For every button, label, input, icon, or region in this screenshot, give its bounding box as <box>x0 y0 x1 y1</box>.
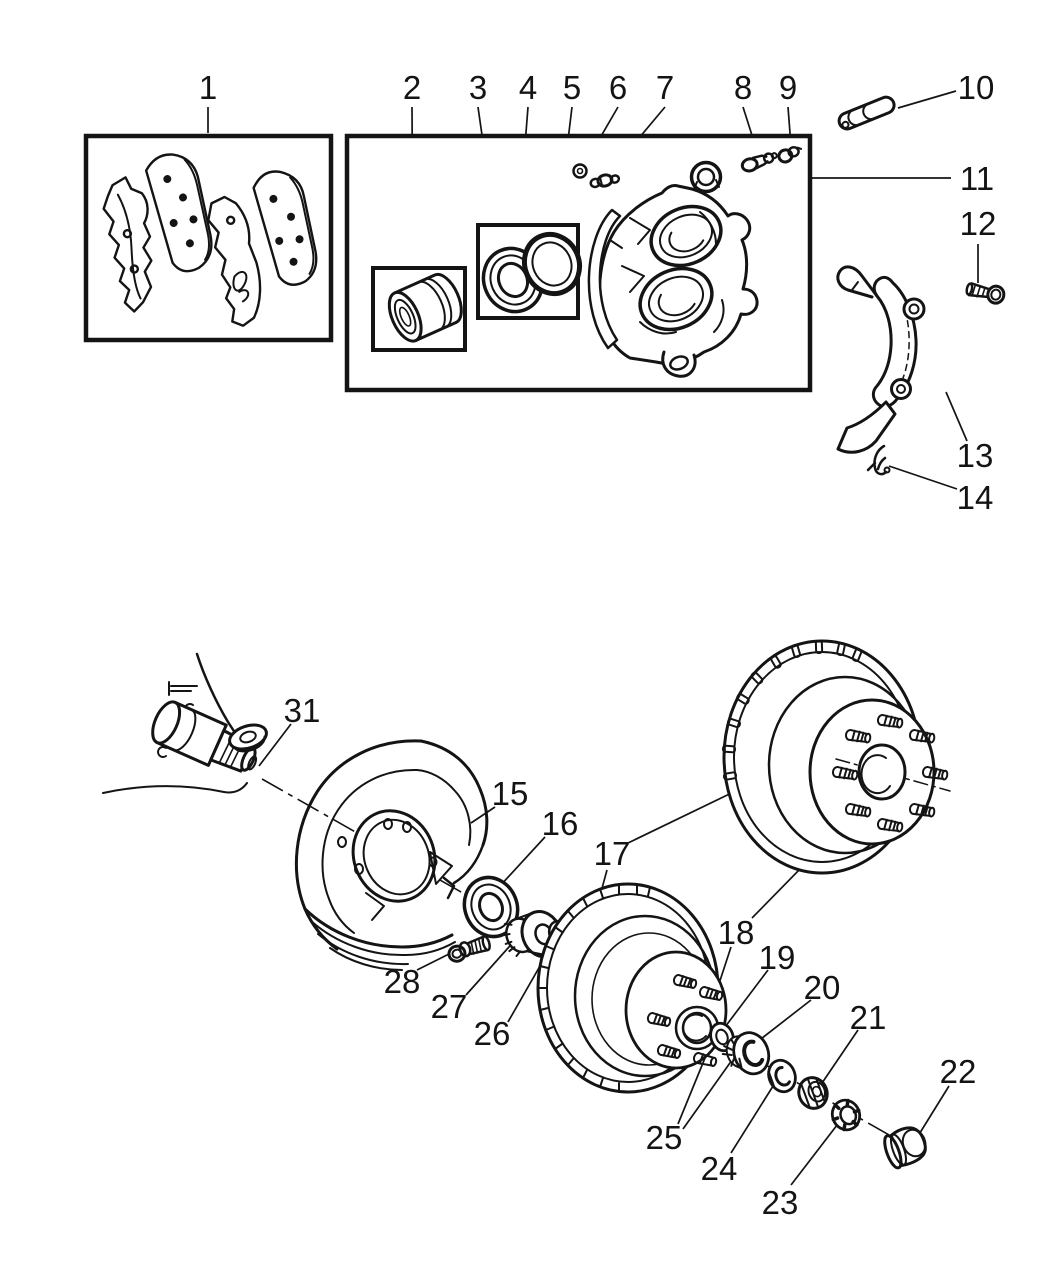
shield-bolt <box>447 935 491 963</box>
tie-rod-end <box>228 723 268 753</box>
callout-2: 2 <box>403 69 421 106</box>
callout-7: 7 <box>656 69 674 106</box>
adapter-hole-lower <box>890 378 912 400</box>
callout-28: 28 <box>384 963 421 1000</box>
rotor-vent-ticks <box>537 883 651 1093</box>
callout-16: 16 <box>542 805 579 842</box>
bleeder-screw <box>740 152 778 173</box>
callout-22: 22 <box>940 1053 977 1090</box>
callout-21: 21 <box>850 999 887 1036</box>
adapter-hole-upper <box>902 297 926 321</box>
shield-center-hole <box>351 809 437 903</box>
callout-9: 9 <box>779 69 797 106</box>
callout-18: 18 <box>718 914 755 951</box>
caliper-ear-ring <box>689 160 723 194</box>
callout-17: 17 <box>594 835 631 872</box>
retainer-clip <box>866 444 891 476</box>
callout-1: 1 <box>199 69 217 106</box>
pin-bushing <box>837 95 896 131</box>
spindle-washer <box>767 1058 797 1094</box>
brake-pad-edge-left <box>102 176 153 313</box>
hd-wheel-studs <box>831 714 949 833</box>
dust-cap <box>883 1126 927 1170</box>
guide-pin <box>589 173 621 189</box>
splash-shield <box>294 739 489 971</box>
callout-8: 8 <box>734 69 752 106</box>
callout-4: 4 <box>519 69 537 106</box>
nut-lock <box>830 1098 862 1132</box>
callout-27: 27 <box>431 988 468 1025</box>
wheel-studs <box>646 974 724 1067</box>
caliper-assembly-box <box>344 133 813 393</box>
axle-stub <box>102 652 268 794</box>
outer-bearing <box>721 1031 771 1076</box>
callout-12: 12 <box>960 205 997 242</box>
brake-pad-edge-right <box>207 195 262 327</box>
callout-26: 26 <box>474 1015 511 1052</box>
caliper-piston <box>387 273 463 343</box>
callout-15: 15 <box>492 775 529 812</box>
hd-rotor-hub <box>721 639 951 875</box>
brake-pad-plate-1 <box>144 153 213 273</box>
brake-pad-plate-2 <box>252 170 318 286</box>
callout-5: 5 <box>563 69 581 106</box>
callout-23: 23 <box>762 1184 799 1221</box>
retaining-ring <box>572 163 588 179</box>
callout-19: 19 <box>759 939 796 976</box>
bleeder-cap <box>777 146 803 164</box>
callout-3: 3 <box>469 69 487 106</box>
callout-24: 24 <box>701 1150 738 1187</box>
callout-25: 25 <box>646 1119 683 1156</box>
callout-13: 13 <box>957 437 994 474</box>
piston-dust-boot <box>521 231 583 297</box>
caliper-adapter <box>836 265 926 454</box>
adapter-bolt <box>965 282 1006 305</box>
spindle-nut <box>797 1076 829 1110</box>
callout-10: 10 <box>958 69 995 106</box>
rotor-slots <box>721 639 863 781</box>
hub-seal <box>462 875 520 939</box>
callout-11: 11 <box>960 160 994 197</box>
caliper-housing <box>587 160 759 378</box>
callout-14: 14 <box>957 479 994 516</box>
brake-rotor <box>536 882 728 1094</box>
callout-6: 6 <box>609 69 627 106</box>
callout-labels: 1 2 3 4 5 6 7 8 9 10 11 12 13 14 15 16 1… <box>199 69 997 1221</box>
brake-pad-kit-box <box>83 133 334 343</box>
callout-31: 31 <box>284 692 321 729</box>
callout-20: 20 <box>804 969 841 1006</box>
